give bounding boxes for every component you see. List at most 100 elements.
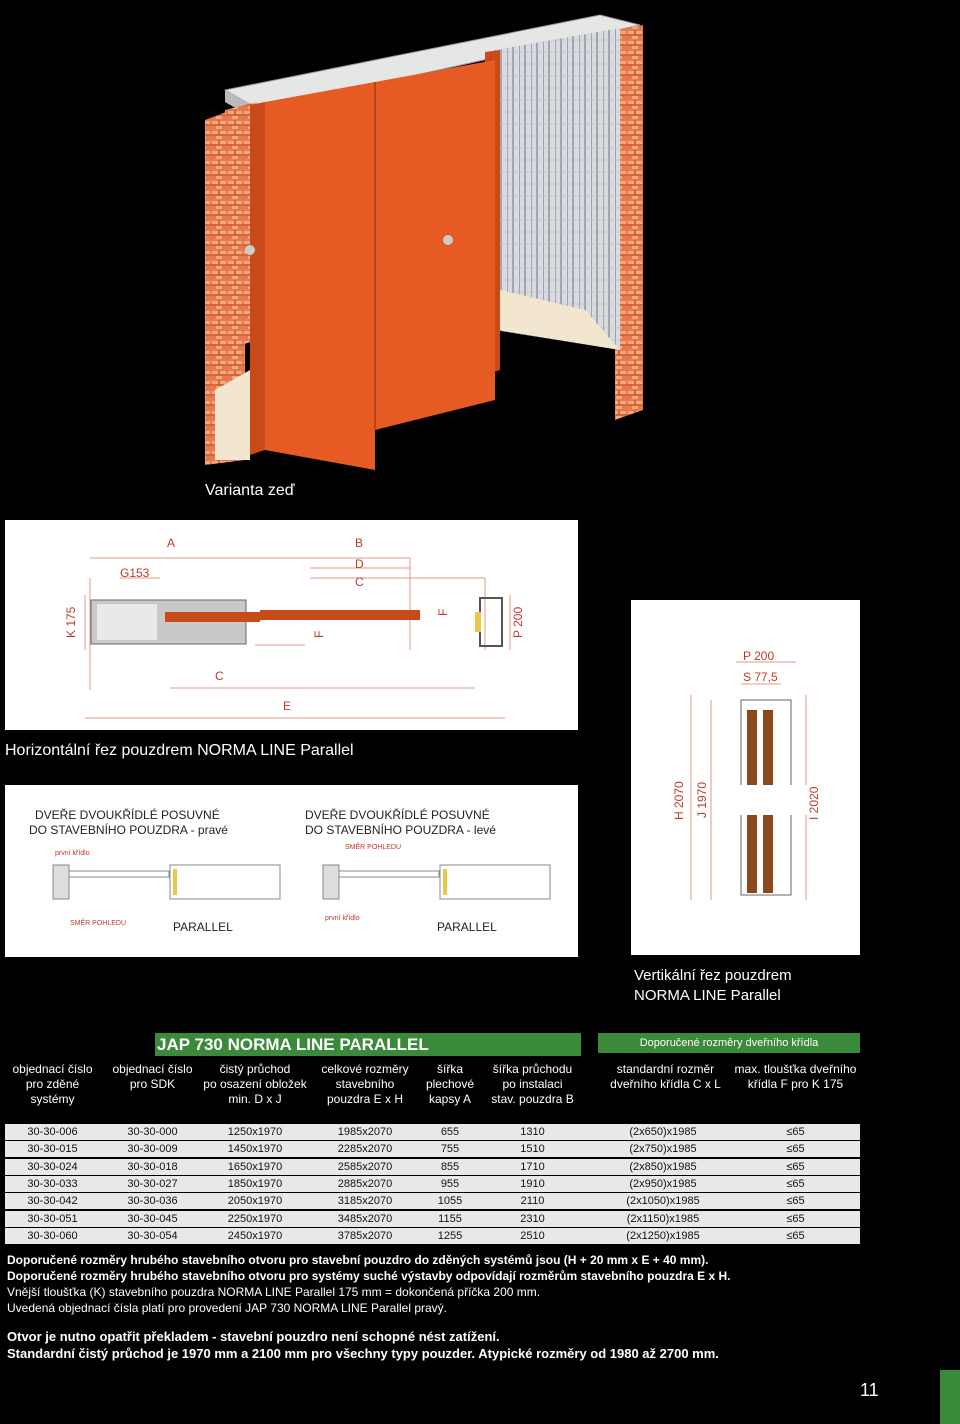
leaf-section-1 bbox=[165, 612, 260, 622]
table-cell: 3185x2070 bbox=[337, 1195, 393, 1208]
table-cell: 30-30-006 bbox=[27, 1126, 78, 1138]
table-cell: 2310 bbox=[520, 1212, 545, 1225]
table-cell: 1155 bbox=[438, 1212, 462, 1225]
table-cell: 30-30-054 bbox=[127, 1229, 178, 1242]
table-cell: 30-30-000 bbox=[127, 1126, 178, 1138]
dim-g: G153 bbox=[120, 566, 150, 580]
table-cell: 30-30-009 bbox=[127, 1143, 178, 1156]
table-cell: 2050x1970 bbox=[227, 1195, 283, 1208]
table-cell: 1310 bbox=[520, 1126, 545, 1138]
table-cell: 30-30-060 bbox=[27, 1229, 78, 1242]
table-cell: 30-30-027 bbox=[127, 1177, 178, 1190]
table-cell: ≤65 bbox=[786, 1212, 805, 1225]
table-cell: 2885x2070 bbox=[337, 1177, 393, 1190]
pocket-door-illustration bbox=[205, 14, 643, 470]
dim-c-top: C bbox=[355, 575, 364, 589]
table-cell: 2110 bbox=[520, 1195, 545, 1208]
bottom-notes: Otvor je nutno opatřit překladem - stave… bbox=[7, 1328, 947, 1362]
table-cell: 755 bbox=[440, 1143, 460, 1156]
table-cell: 2285x2070 bbox=[337, 1143, 393, 1156]
dim-c-bottom: C bbox=[215, 669, 224, 683]
vertical-leaf-upper-1 bbox=[747, 710, 757, 790]
table-cell: (2x1150)x1985 bbox=[626, 1212, 700, 1225]
view-direction-label-1: SMĚR POHLEDU bbox=[345, 842, 401, 851]
dim-b: B bbox=[355, 536, 363, 550]
table-cell: 30-30-042 bbox=[27, 1195, 78, 1208]
hero-caption: Varianta zeď bbox=[205, 482, 295, 499]
metal-pocket bbox=[495, 28, 620, 350]
dim-j-vertical: J 1970 bbox=[695, 782, 709, 818]
table-cell: 1055 bbox=[437, 1195, 463, 1208]
leaf-section-2 bbox=[260, 610, 420, 620]
horizontal-section-caption: Horizontální řez pouzdrem NORMA LINE Par… bbox=[5, 742, 354, 759]
table-cell: 1710 bbox=[520, 1160, 545, 1173]
page-accent-bar bbox=[940, 1370, 960, 1424]
vertical-caption-line-2: NORMA LINE Parallel bbox=[634, 987, 781, 1004]
table-cell: 30-30-045 bbox=[127, 1212, 178, 1225]
table-cell: (2x750)x1985 bbox=[629, 1143, 697, 1156]
table-cell: 2585x2070 bbox=[337, 1160, 393, 1173]
vertical-caption-line-1: Vertikální řez pouzdrem bbox=[634, 967, 792, 984]
dim-k: K 175 bbox=[64, 606, 78, 638]
note-1: Doporučené rozměry hrubého stavebního ot… bbox=[7, 1253, 709, 1267]
right-brick-wall bbox=[615, 25, 643, 420]
table-cell: (2x1050)x1985 bbox=[626, 1195, 700, 1208]
table-cell: 30-30-015 bbox=[27, 1143, 78, 1156]
table-cell: ≤65 bbox=[786, 1229, 805, 1242]
table-cell: 2510 bbox=[520, 1229, 545, 1242]
dim-a: A bbox=[167, 536, 175, 550]
table-cell: 1910 bbox=[520, 1177, 545, 1190]
table-cell: 30-30-036 bbox=[127, 1195, 178, 1208]
bottom-note-2: Standardní čistý průchod je 1970 mm a 21… bbox=[7, 1346, 719, 1361]
vertical-leaf-lower-1 bbox=[747, 815, 757, 893]
dim-f2: F bbox=[436, 609, 450, 616]
table-cell: ≤65 bbox=[786, 1126, 805, 1138]
horizontal-section-panel: A B D C G153 K 175 F F P 200 C E bbox=[5, 520, 578, 730]
vertical-section-panel: P 200 S 77,5 H 2070 J 1970 I 2020 bbox=[631, 600, 860, 955]
horizontal-section-drawing: A B D C G153 K 175 F F P 200 C E bbox=[64, 536, 525, 719]
table-cell: ≤65 bbox=[786, 1143, 805, 1156]
dim-e: E bbox=[283, 699, 291, 713]
table-cell: 2450x1970 bbox=[227, 1229, 283, 1242]
dim-s-vertical: S 77,5 bbox=[743, 670, 778, 684]
table-cell: 1650x1970 bbox=[227, 1160, 283, 1173]
table-title-door: Doporučené rozměry dveřního křídla bbox=[598, 1033, 860, 1053]
table-cell: (2x650)x1985 bbox=[629, 1126, 697, 1138]
parallel-label-1: PARALLEL bbox=[173, 920, 233, 934]
note-2: Doporučené rozměry hrubého stavebního ot… bbox=[7, 1269, 731, 1283]
door-leaf-left bbox=[265, 82, 375, 470]
dim-h-vertical: H 2070 bbox=[672, 781, 686, 820]
first-leaf-label-2: první křídlo bbox=[325, 915, 360, 922]
note-3: Vnější tloušťka (K) stavebního pouzdra N… bbox=[7, 1285, 541, 1299]
parallel-label-2: PARALLEL bbox=[437, 920, 497, 934]
table-cell: 30-30-024 bbox=[27, 1160, 78, 1173]
dim-p-vertical: P 200 bbox=[743, 649, 774, 663]
table-cell: 30-30-033 bbox=[27, 1177, 78, 1190]
note-4: Uvedená objednací čísla platí pro proved… bbox=[7, 1301, 448, 1315]
dim-p: P 200 bbox=[511, 607, 525, 638]
frame-post-left bbox=[250, 102, 265, 455]
door-direction-drawing: DVEŘE DVOUKŘÍDLÉ POSUVNÉ DO STAVEBNÍHO P… bbox=[29, 807, 551, 934]
table-cell: 655 bbox=[440, 1126, 460, 1138]
table-cell: ≤65 bbox=[786, 1177, 805, 1190]
table-row: 30-30-042 30-30-036 2050x1970 3185x2070 1055… bbox=[5, 1193, 860, 1210]
first-leaf-label-1: první křídlo bbox=[55, 850, 90, 857]
pocket-floor bbox=[500, 290, 620, 350]
notes: Doporučené rozměry hrubého stavebního ot… bbox=[7, 1252, 907, 1316]
door-direction-panel: DVEŘE DVOUKŘÍDLÉ POSUVNÉ DO STAVEBNÍHO P… bbox=[5, 785, 578, 957]
left-door-title-2: DO STAVEBNÍHO POUZDRA - levé bbox=[305, 822, 496, 837]
page-number: 11 bbox=[860, 1380, 879, 1400]
table-cell: 30-30-051 bbox=[27, 1212, 78, 1225]
table-cell: 955 bbox=[440, 1177, 460, 1190]
